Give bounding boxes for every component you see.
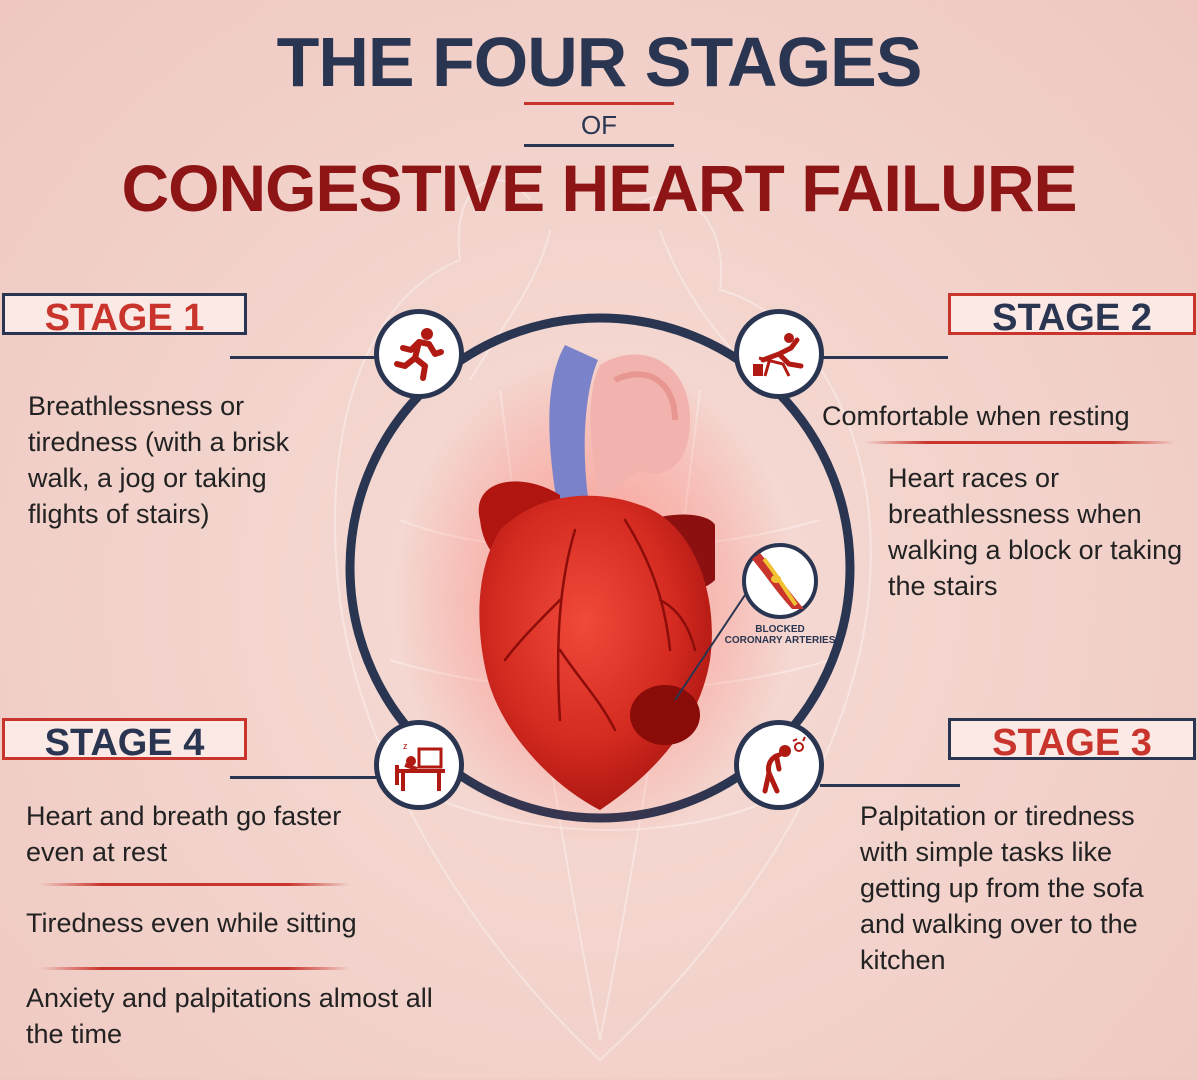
title-divider-bottom	[524, 144, 674, 147]
artery-circle	[742, 543, 818, 619]
stage3-description: Palpitation or tiredness with simple tas…	[860, 801, 1144, 975]
artery-pointer	[674, 594, 746, 701]
exhausted-person-icon	[762, 736, 806, 794]
stage2-label: STAGE 2	[948, 293, 1196, 339]
title-congestive-heart-failure: CONGESTIVE HEART FAILURE	[121, 151, 1077, 225]
blocked-area	[630, 685, 700, 745]
stage1-label: STAGE 1	[2, 293, 247, 339]
stage3-label: STAGE 3	[948, 718, 1196, 764]
running-person-icon	[394, 328, 444, 381]
reclining-person-icon	[753, 333, 804, 377]
stage4-connector	[230, 776, 376, 779]
title-divider-top	[524, 102, 674, 105]
stage1-icon-circle	[374, 309, 464, 399]
stage2-connector	[820, 356, 948, 359]
tired-at-desk-icon: z	[395, 741, 445, 791]
stage4-label: STAGE 4	[2, 718, 247, 764]
blocked-artery-icon	[752, 553, 804, 609]
artery-label-line1: BLOCKED	[755, 624, 805, 635]
stage4-divider1	[40, 883, 350, 886]
svg-text:z: z	[403, 741, 408, 751]
stage2-resting-text: Comfortable when resting	[822, 401, 1130, 431]
artery-label: BLOCKED CORONARY ARTERIES	[700, 624, 860, 646]
stage1-connector	[230, 356, 376, 359]
stage3-connector	[820, 784, 960, 787]
stage2-divider	[865, 441, 1175, 444]
title-four-stages: THE FOUR STAGES	[276, 23, 923, 101]
stage3-icon-circle	[734, 720, 824, 810]
title-of: OF	[580, 110, 618, 140]
vena-cava	[549, 345, 598, 520]
stage2-icon-circle	[734, 309, 824, 399]
stage4-divider2	[40, 967, 350, 970]
stage4-item3: Anxiety and palpitations almost all the …	[26, 983, 433, 1049]
stage4-item2: Tiredness even while sitting	[26, 908, 357, 938]
stage4-item1: Heart and breath go faster even at rest	[26, 801, 342, 867]
stage4-icon-circle: z	[374, 720, 464, 810]
artery-label-line2: CORONARY ARTERIES	[724, 635, 836, 646]
stage2-description: Heart races or breathlessness when walki…	[888, 463, 1183, 601]
stage1-description: Breathlessness or tiredness (with a bris…	[28, 391, 290, 529]
